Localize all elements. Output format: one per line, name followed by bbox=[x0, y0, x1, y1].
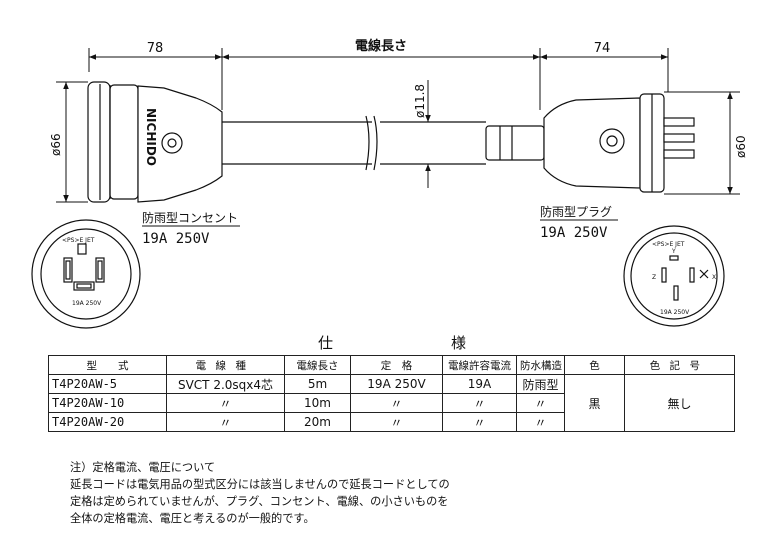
receptacle-body bbox=[87, 81, 223, 203]
cell-wire: SVCT 2.0sqx4芯 bbox=[166, 374, 285, 394]
rating-note: 注）定格電流、電圧について 延長コードは電気用品の型式区分には該当しませんので延… bbox=[70, 459, 760, 527]
receptacle-diameter-dimension bbox=[56, 81, 88, 203]
plug-diameter-dim: ø60 bbox=[734, 135, 748, 158]
receptacle-label: 防雨型コンセント bbox=[142, 210, 238, 225]
plug-length-dim: 74 bbox=[594, 41, 611, 56]
cord-diameter-dim: ø11.8 bbox=[413, 84, 427, 118]
note-line-2: 延長コードは電気用品の型式区分には該当しませんので延長コードとしての bbox=[70, 478, 450, 491]
cell-length: 10m bbox=[284, 393, 351, 413]
cell-wire: 〃 bbox=[166, 393, 285, 413]
cell-model: T4P20AW-20 bbox=[48, 412, 167, 432]
header-length: 電線長さ bbox=[284, 355, 351, 375]
spec-title: 仕 様 bbox=[318, 332, 466, 353]
plug-label: 防雨型プラグ bbox=[540, 204, 612, 219]
receptacle-face-rating: 19A 250V bbox=[72, 300, 102, 307]
plug-pin-y: Y bbox=[671, 248, 676, 255]
receptacle-face-mark: <PS>E JET bbox=[62, 237, 95, 244]
cell-length: 5m bbox=[284, 374, 351, 394]
plug-rating: 19A 250V bbox=[540, 225, 608, 241]
note-line-3: 定格は定められていませんが、プラグ、コンセント、電線、の小さいものを bbox=[70, 495, 449, 508]
cell-wire: 〃 bbox=[166, 412, 285, 432]
spec-title-char-1: 仕 bbox=[318, 334, 334, 352]
cell-model: T4P20AW-10 bbox=[48, 393, 167, 413]
spec-header-row: 型 式 電線種 電線長さ 定 格 電線許容電流 防水構造 色 色記号 bbox=[48, 355, 735, 375]
header-current: 電線許容電流 bbox=[442, 355, 517, 375]
plug-pin-z: Z bbox=[652, 274, 656, 281]
header-wire: 電線種 bbox=[166, 355, 285, 375]
header-color: 色 bbox=[564, 355, 625, 375]
receptacle-length-dim: 78 bbox=[147, 41, 164, 56]
cell-rating: 〃 bbox=[350, 393, 443, 413]
plug-face bbox=[623, 225, 725, 327]
header-color-code: 色記号 bbox=[624, 355, 735, 375]
header-rating: 定 格 bbox=[350, 355, 443, 375]
receptacle-rating: 19A 250V bbox=[142, 231, 210, 247]
cell-waterproof: 〃 bbox=[516, 393, 565, 413]
note-line-1: 注）定格電流、電圧について bbox=[70, 461, 216, 474]
receptacle-face bbox=[31, 219, 141, 329]
table-row: T4P20AW-20 〃 20m 〃 〃 〃 bbox=[48, 412, 735, 432]
plug-diameter-dimension bbox=[664, 91, 740, 195]
plug-body bbox=[485, 93, 695, 193]
plug-face-mark: <PS>E JET bbox=[652, 241, 685, 248]
spec-table: 型 式 電線種 電線長さ 定 格 電線許容電流 防水構造 色 色記号 T4P20… bbox=[48, 355, 735, 432]
cell-current: 〃 bbox=[442, 393, 517, 413]
cell-rating: 〃 bbox=[350, 412, 443, 432]
receptacle-brand: NICHIDO bbox=[144, 108, 158, 166]
header-waterproof: 防水構造 bbox=[516, 355, 565, 375]
cord-drawing: 78 電線長さ 74 NICHIDO ø66 ø11.8 bbox=[31, 38, 748, 329]
cell-length: 20m bbox=[284, 412, 351, 432]
cell-current: 19A bbox=[442, 374, 517, 394]
header-model: 型 式 bbox=[48, 355, 167, 375]
cell-waterproof: 防雨型 bbox=[516, 374, 565, 394]
note-line-4: 全体の定格電流、電圧と考えるのが一般的です。 bbox=[70, 512, 315, 525]
cell-color-code: 無し bbox=[624, 374, 735, 432]
cord bbox=[222, 115, 486, 171]
cell-waterproof: 〃 bbox=[516, 412, 565, 432]
cell-model: T4P20AW-5 bbox=[48, 374, 167, 394]
length-dimensions bbox=[88, 48, 669, 110]
cell-current: 〃 bbox=[442, 412, 517, 432]
spec-title-char-2: 様 bbox=[450, 334, 466, 352]
plug-pin-x: X bbox=[712, 274, 716, 281]
table-row: T4P20AW-5 SVCT 2.0sqx4芯 5m 19A 250V 19A … bbox=[48, 374, 735, 432]
plug-face-rating: 19A 250V bbox=[660, 309, 690, 316]
cell-rating: 19A 250V bbox=[350, 374, 443, 394]
receptacle-diameter-dim: ø66 bbox=[49, 133, 63, 156]
cell-color: 黒 bbox=[564, 374, 625, 432]
cord-length-dim: 電線長さ bbox=[355, 38, 407, 54]
